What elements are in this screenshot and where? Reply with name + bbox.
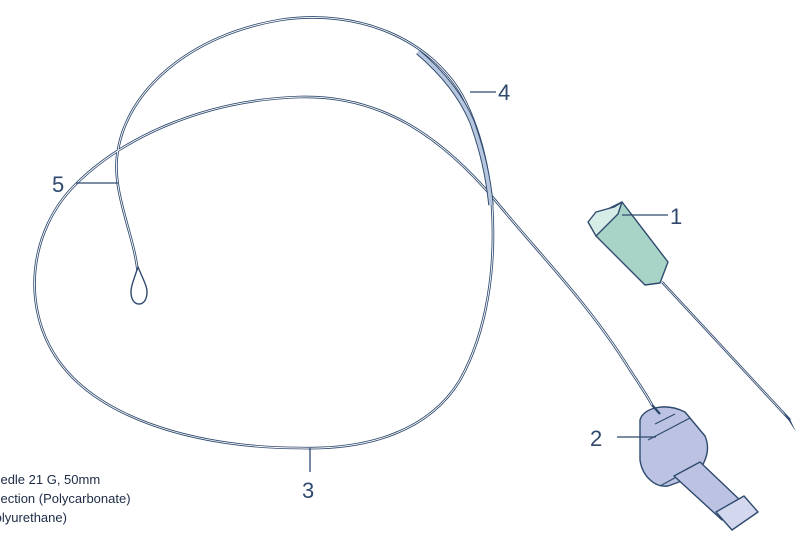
catheter-connector xyxy=(639,404,759,531)
connector-end xyxy=(715,495,759,531)
parts-legend: needle 21 G, 50mm nnection (Polycarbonat… xyxy=(0,470,145,527)
callout-1: 1 xyxy=(622,204,682,229)
catheter-marked-segment-fill xyxy=(416,50,493,206)
callout-number-2: 2 xyxy=(590,426,602,451)
catheter-loop-inner xyxy=(34,17,653,449)
needle-bevel-tip xyxy=(782,410,796,432)
needle xyxy=(587,201,796,432)
callout-number-1: 1 xyxy=(670,204,682,229)
legend-item: Polyurethane) xyxy=(0,510,67,525)
legend-item: nnection (Polycarbonate) xyxy=(0,491,131,506)
callout-4: 4 xyxy=(470,80,510,105)
callout-5: 5 xyxy=(52,172,118,197)
callout-3: 3 xyxy=(302,448,314,503)
callout-number-4: 4 xyxy=(498,80,510,105)
callout-2: 2 xyxy=(590,426,656,451)
legend-item: needle 21 G, 50mm xyxy=(0,472,101,487)
callout-number-5: 5 xyxy=(52,172,64,197)
catheter-tubing xyxy=(33,16,654,450)
needle-hub-cap xyxy=(587,201,623,237)
callout-number-3: 3 xyxy=(302,478,314,503)
catheter-loop xyxy=(33,16,654,450)
catheter-tip-droplet xyxy=(130,265,148,305)
